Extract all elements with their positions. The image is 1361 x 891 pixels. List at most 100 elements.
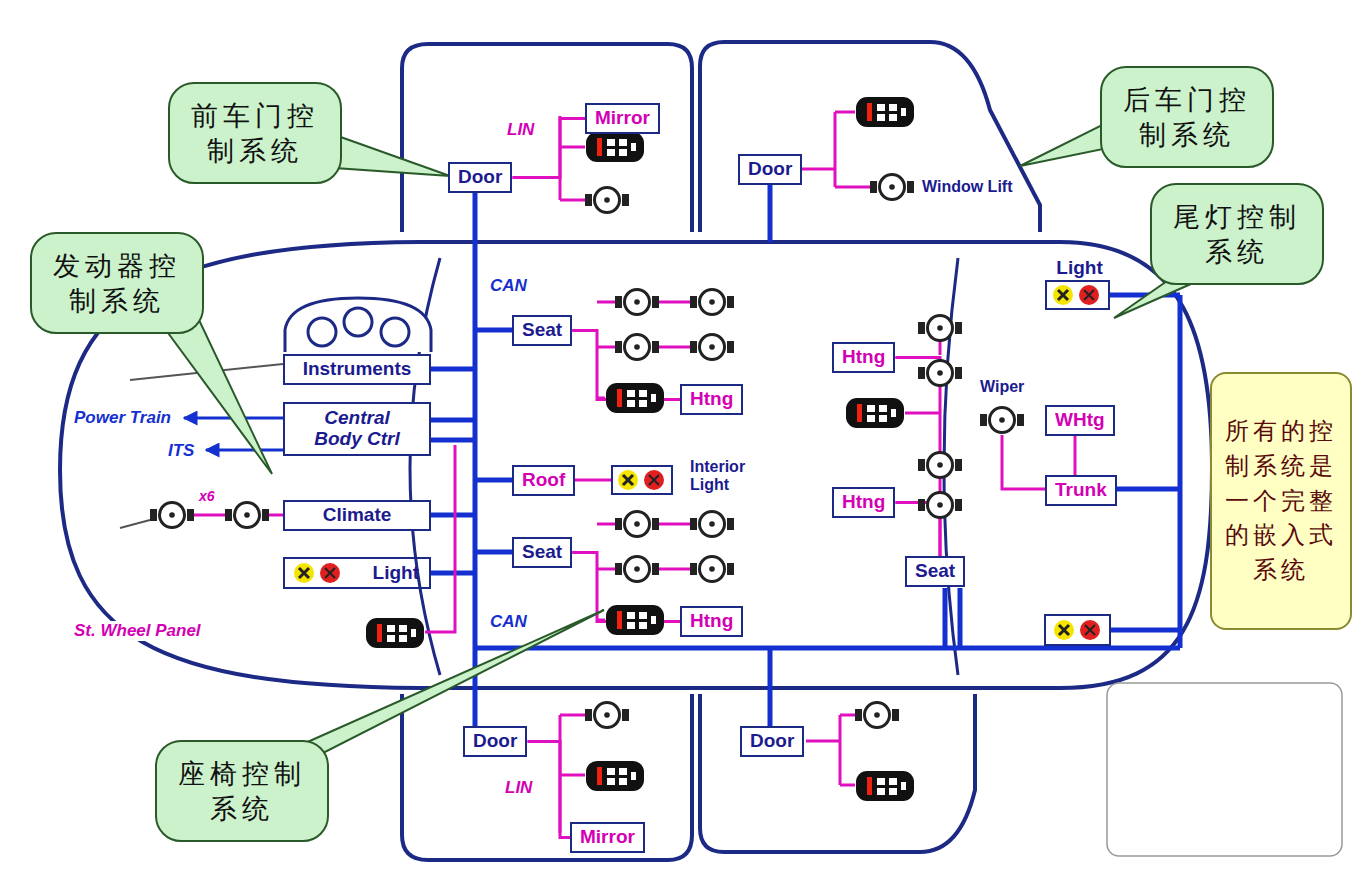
switch-panel-icon — [366, 618, 424, 648]
seat-module: Seat — [905, 556, 965, 587]
bus-label: LIN — [503, 778, 534, 798]
motor-icon — [150, 175, 1024, 728]
door-module: Door — [738, 154, 802, 185]
node-text: Door — [748, 159, 792, 180]
legend-panel — [1107, 683, 1342, 856]
callout-tail — [160, 322, 272, 474]
callout-bubble: 尾灯控制系统 — [1150, 183, 1324, 285]
node-text: Seat — [522, 320, 562, 341]
light-module: Light — [1045, 280, 1110, 310]
motor-icon — [918, 361, 962, 386]
motor-icon — [150, 503, 194, 528]
node-text: 尾灯控制系统 — [1172, 199, 1302, 269]
node-text: Door — [458, 167, 502, 188]
lin-connector — [1074, 436, 1077, 475]
switch-panel-icon — [586, 761, 644, 791]
node-text: Htng — [842, 492, 885, 513]
switch-panel-icon — [606, 383, 664, 413]
lamp-icon — [1054, 620, 1100, 640]
door-module: Door — [740, 726, 804, 757]
motor-icon — [918, 316, 962, 341]
lin-wire — [194, 112, 1045, 833]
seat-module: Seat — [512, 315, 572, 346]
bus-label: CAN — [488, 612, 529, 632]
motor-icon — [690, 290, 734, 315]
heating-module: Htng — [832, 487, 895, 518]
callout-bubble: 前车门控制系统 — [168, 82, 342, 184]
lamp-icon — [1053, 285, 1099, 305]
node-text: Mirror — [580, 827, 635, 848]
switch-panel-icon — [856, 97, 914, 127]
external-link-arrow — [206, 449, 283, 452]
link-label: Power Train — [72, 408, 173, 428]
axle-line — [120, 520, 150, 528]
node-text: Htng — [842, 347, 885, 368]
motor-icon — [690, 335, 734, 360]
gauge-cluster — [285, 298, 431, 352]
lin-connectors — [512, 118, 1075, 837]
callout-tail — [1020, 122, 1108, 166]
lamp-icon — [612, 466, 672, 494]
motor-icon — [918, 453, 962, 478]
door-module: Door — [448, 162, 512, 193]
node-text: Door — [750, 731, 794, 752]
motor-icon — [980, 408, 1024, 433]
node-text: Light — [1037, 257, 1122, 279]
car-outline — [60, 242, 1212, 688]
climate-module: Climate — [283, 500, 431, 531]
mirror-module: Mirror — [585, 103, 660, 134]
motor-icon — [615, 335, 659, 360]
gauge-cluster — [285, 298, 431, 352]
node-text: Trunk — [1055, 480, 1107, 501]
bus-label: LIN — [505, 120, 536, 140]
motor-icon — [855, 703, 899, 728]
motor-icon — [585, 188, 629, 213]
door-module: Door — [463, 726, 527, 757]
note-box: 所有的控制系统是一个完整的嵌入式系统 — [1210, 372, 1352, 630]
lamp-icon — [618, 470, 664, 490]
callout-tail — [335, 135, 450, 176]
motor-icon — [585, 703, 629, 728]
switch-panel-icon — [856, 771, 914, 801]
lamp-icon — [294, 563, 340, 583]
switch-panel-icon — [366, 97, 914, 801]
node-text: Central Body Ctrl — [303, 408, 411, 450]
can-bus — [431, 183, 1180, 726]
car-outline — [700, 694, 975, 852]
trunk-module: Trunk — [1045, 475, 1117, 506]
motor-icon — [870, 175, 914, 200]
heating-module: Htng — [832, 342, 895, 373]
can-bus — [431, 183, 1180, 726]
node-text: 座椅控制系统 — [177, 756, 307, 826]
node-text: 所有的控制系统是一个完整的嵌入式系统 — [1224, 414, 1338, 588]
node-text: Roof — [522, 470, 565, 491]
node-text: 后车门控制系统 — [1122, 82, 1252, 152]
heating-module: Htng — [680, 384, 743, 415]
callout-tail — [160, 122, 1218, 752]
car-outline — [60, 42, 1212, 860]
motor-icon — [615, 512, 659, 537]
part-label: St. Wheel Panel — [72, 621, 203, 641]
instruments-module: Instruments — [283, 354, 431, 385]
central-body-control: Central Body Ctrl — [283, 402, 431, 456]
motor-icon — [615, 557, 659, 582]
gauge-cluster — [308, 318, 336, 346]
node-text: Htng — [690, 611, 733, 632]
lamp-icon — [1045, 615, 1110, 645]
seat-module: Seat — [512, 537, 572, 568]
gauge-cluster — [344, 308, 372, 336]
node-text: Htng — [690, 389, 733, 410]
callout-bubble: 发动器控制系统 — [30, 232, 204, 334]
node-text: Seat — [522, 542, 562, 563]
node-text: 前车门控制系统 — [190, 98, 320, 168]
motor-icon — [225, 503, 269, 528]
motor-icon — [690, 512, 734, 537]
roof-module: Roof — [512, 465, 575, 496]
node-text: Instruments — [303, 359, 412, 380]
switch-panel-icon — [606, 605, 664, 635]
node-text: Seat — [915, 561, 955, 582]
motor-icon — [615, 290, 659, 315]
part-label: Interior Light — [688, 458, 762, 495]
mirror-module: Mirror — [570, 822, 645, 853]
node-text: 发动器控制系统 — [52, 248, 182, 318]
